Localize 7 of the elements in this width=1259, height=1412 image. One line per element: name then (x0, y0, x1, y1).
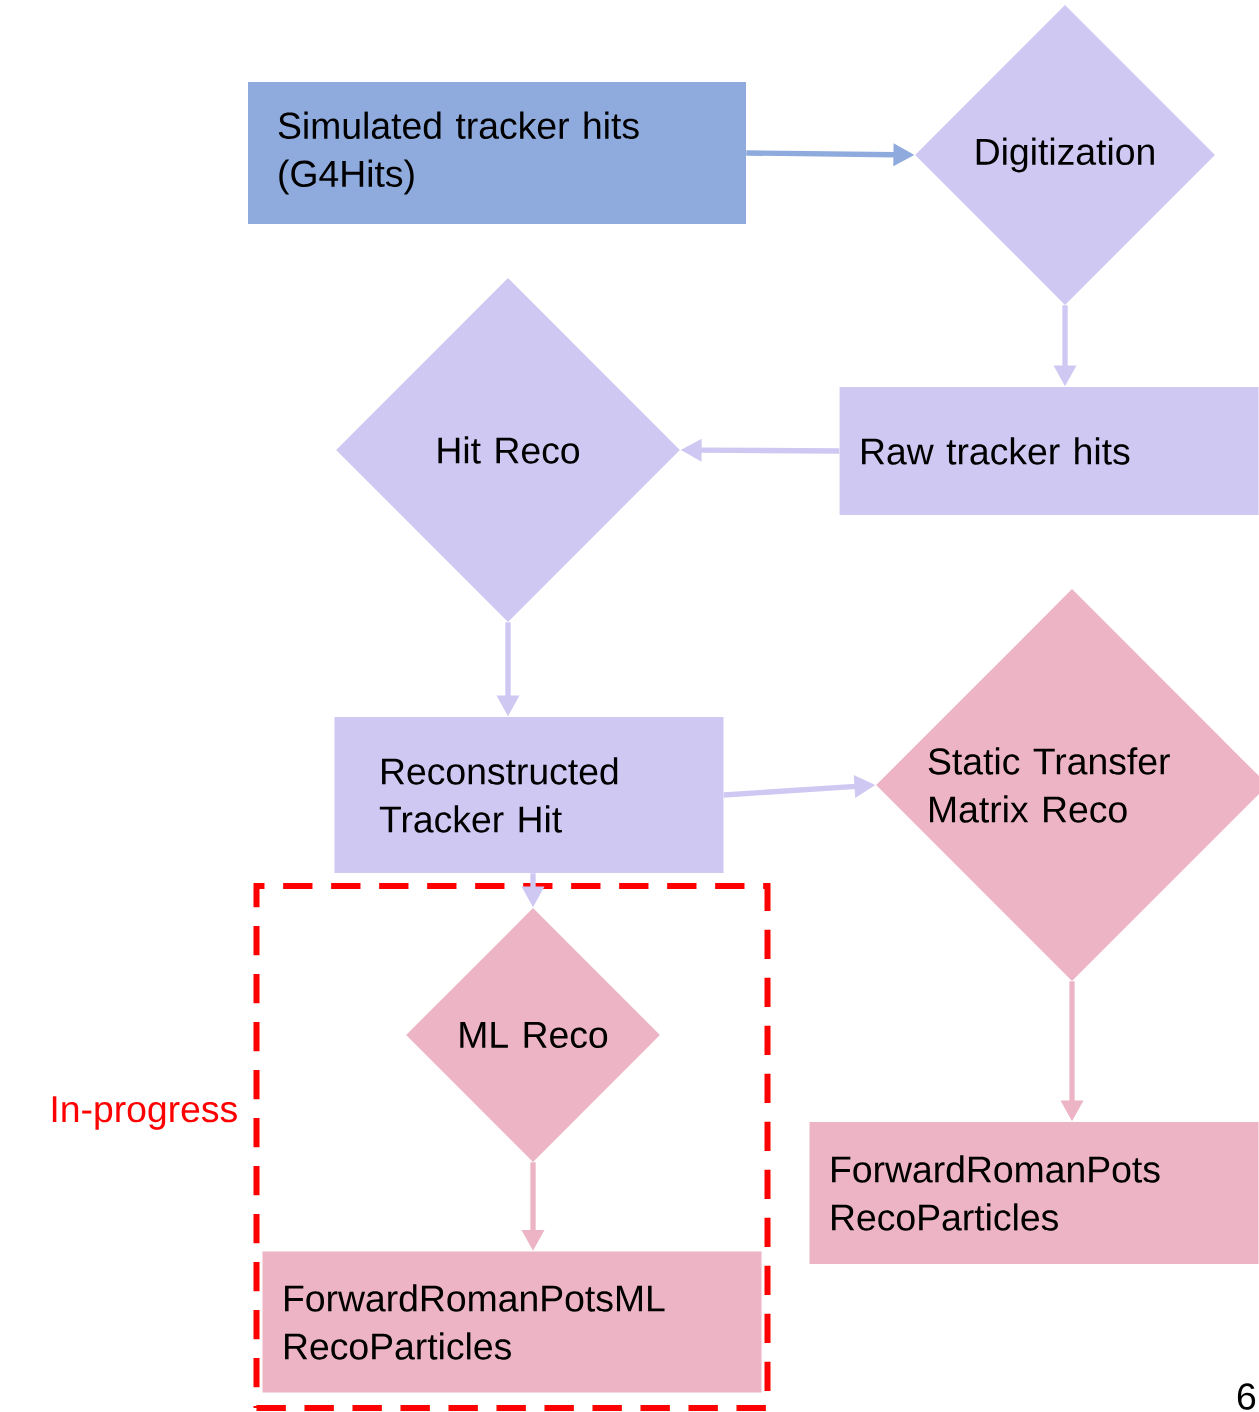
node-label: In-progress (52, 1096, 237, 1130)
process-box: Simulated tracker hits (G4Hits) (248, 82, 746, 224)
page-number: 6 (1237, 1383, 1256, 1410)
process-box: ForwardRomanPots RecoParticles (809, 1122, 1259, 1264)
process-box: ForwardRomanPotsML RecoParticles (262, 1251, 762, 1393)
process-box: Reconstructed Tracker Hit (334, 717, 724, 873)
process-box: Raw tracker hits (839, 387, 1259, 515)
